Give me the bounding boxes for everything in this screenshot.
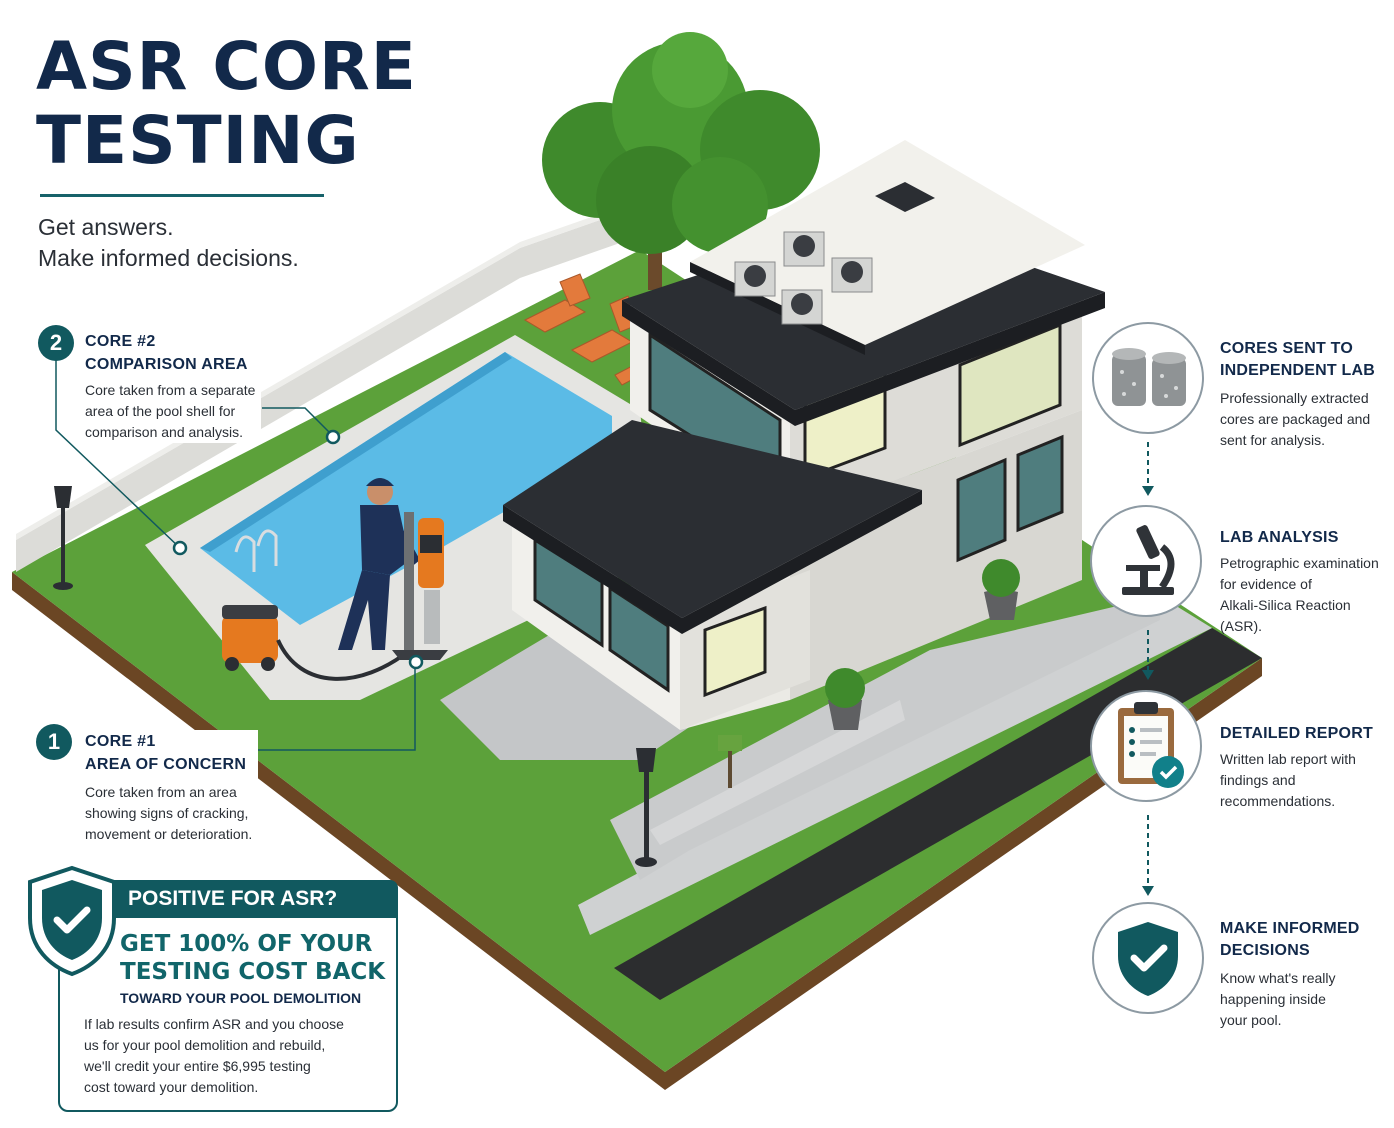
lower-window-right-1 xyxy=(956,457,1007,563)
step-title-line-1: CORES SENT TO xyxy=(1220,340,1353,357)
callout-core-2: CORE #2 COMPARISON AREA Core taken from … xyxy=(85,330,262,443)
callout-title-line-1: CORE #1 xyxy=(85,733,156,750)
callout-number-badge: 2 xyxy=(38,325,74,361)
core-drill-rig xyxy=(392,512,448,660)
vacuum-hose xyxy=(276,639,412,681)
ac-fans xyxy=(744,235,863,315)
offer-tag: POSITIVE FOR ASR? xyxy=(128,887,338,910)
offer-body-line: If lab results confirm ASR and you choos… xyxy=(84,1016,344,1032)
offer-headline-line-2: TESTING COST BACK xyxy=(120,959,386,985)
step-title: LAB ANALYSIS xyxy=(1220,529,1339,546)
step-body-line: your pool. xyxy=(1220,1012,1282,1028)
callout-title-line-2: COMPARISON AREA xyxy=(85,356,248,373)
step-body-line: recommendations. xyxy=(1220,793,1336,809)
step-body-line: sent for analysis. xyxy=(1220,432,1326,448)
offer-subhead: TOWARD YOUR POOL DEMOLITION xyxy=(120,990,362,1006)
step-body-line: cores are packaged and xyxy=(1220,411,1371,427)
step-body-line: findings and xyxy=(1220,772,1296,788)
callout-body-line: Core taken from a separate xyxy=(85,382,256,398)
step-cores-sent: CORES SENT TO INDEPENDENT LAB Profession… xyxy=(1220,338,1375,451)
step-icon-circle xyxy=(1090,505,1202,617)
offer-body-line: cost toward your demolition. xyxy=(84,1079,259,1095)
clipboard-report-icon xyxy=(1118,702,1184,788)
upper-roof-edge xyxy=(622,292,1105,426)
front-paving xyxy=(610,596,1160,880)
offer-body: If lab results confirm ASR and you choos… xyxy=(84,1014,384,1098)
step-lab-analysis: LAB ANALYSIS Petrographic examination fo… xyxy=(1220,527,1394,637)
step-body-line: happening inside xyxy=(1220,991,1326,1007)
process-flow-arrowheads xyxy=(1142,486,1154,896)
pool-ladder xyxy=(234,529,278,572)
title-divider xyxy=(40,194,324,197)
callout-title-line-2: AREA OF CONCERN xyxy=(85,756,247,773)
mailbox xyxy=(718,735,742,788)
step-body-line: Know what's really xyxy=(1220,970,1336,986)
lower-window-2 xyxy=(608,585,670,693)
subtitle-line-1: Get answers. xyxy=(38,214,174,240)
worker-technician xyxy=(338,478,420,650)
offer-header-bar xyxy=(60,880,398,918)
subtitle: Get answers. Make informed decisions. xyxy=(38,212,299,274)
callout-title-line-1: CORE #2 xyxy=(85,333,156,350)
core-samples-icon xyxy=(1112,348,1186,406)
roof-deck-parapet xyxy=(690,262,865,355)
title-line-1: ASR CORE xyxy=(36,28,417,105)
step-body-line: Professionally extracted xyxy=(1220,390,1369,406)
shop-vacuum xyxy=(222,605,278,671)
offer-body-line: we'll credit your entire $6,995 testing xyxy=(84,1058,311,1074)
title-line-2: TESTING xyxy=(36,102,360,179)
step-body-line: Alkali-Silica Reaction (ASR). xyxy=(1220,597,1351,634)
leader-markers xyxy=(172,429,424,670)
step-title: DETAILED REPORT xyxy=(1220,725,1373,742)
callout-body-line: movement or deterioration. xyxy=(85,826,253,842)
lower-window-right-2 xyxy=(1016,434,1064,533)
step-title-line-2: INDEPENDENT LAB xyxy=(1220,362,1376,379)
offer-headline: GET 100% OF YOUR TESTING COST BACK xyxy=(120,930,395,986)
planter-side xyxy=(982,559,1020,620)
shield-check-badge-icon xyxy=(28,865,116,977)
step-icon-circle xyxy=(1092,902,1204,1014)
step-informed-decisions: MAKE INFORMED DECISIONS Know what's real… xyxy=(1220,918,1359,1031)
shield-check-icon xyxy=(1118,922,1178,996)
offer-headline-line-1: GET 100% OF YOUR xyxy=(120,931,373,957)
pool-inner-wall xyxy=(200,352,512,552)
walkway xyxy=(650,700,905,845)
step-icon-circle xyxy=(1092,322,1204,434)
garden-lamp-front xyxy=(635,748,657,867)
garden-lamp-left xyxy=(53,486,73,590)
pool-water xyxy=(200,352,612,625)
step-body-line: for evidence of xyxy=(1220,576,1312,592)
callout-body-line: Core taken from an area xyxy=(85,784,237,800)
callout-core-1: CORE #1 AREA OF CONCERN Core taken from … xyxy=(85,730,259,845)
callout-body-line: area of the pool shell for xyxy=(85,403,236,419)
house-lower-wall-right xyxy=(790,410,1082,700)
lower-roof xyxy=(503,420,922,618)
sidewalk xyxy=(578,596,1212,935)
callout-body-line: showing signs of cracking, xyxy=(85,805,249,821)
step-title-line-2: DECISIONS xyxy=(1220,942,1310,959)
tree xyxy=(542,32,820,290)
callout-body-line: comparison and analysis. xyxy=(85,424,243,440)
offer-body-line: us for your pool demolition and rebuild, xyxy=(84,1037,326,1053)
step-detailed-report: DETAILED REPORT Written lab report with … xyxy=(1220,723,1373,812)
callout-number-badge: 1 xyxy=(36,724,72,760)
step-icon-circle xyxy=(1090,690,1202,802)
subtitle-line-2: Make informed decisions. xyxy=(38,245,299,271)
page-title: ASR CORE TESTING xyxy=(36,30,417,178)
step-body-line: Petrographic examination xyxy=(1220,555,1379,571)
step-body-line: Written lab report with xyxy=(1220,751,1356,767)
roof-hatch xyxy=(875,182,935,212)
upper-window-right xyxy=(958,322,1062,448)
lower-roof-edge xyxy=(503,490,922,634)
microscope-icon xyxy=(1122,525,1175,595)
planter-front xyxy=(825,668,865,730)
step-title-line-1: MAKE INFORMED xyxy=(1220,920,1360,937)
lower-window-3 xyxy=(703,605,767,698)
